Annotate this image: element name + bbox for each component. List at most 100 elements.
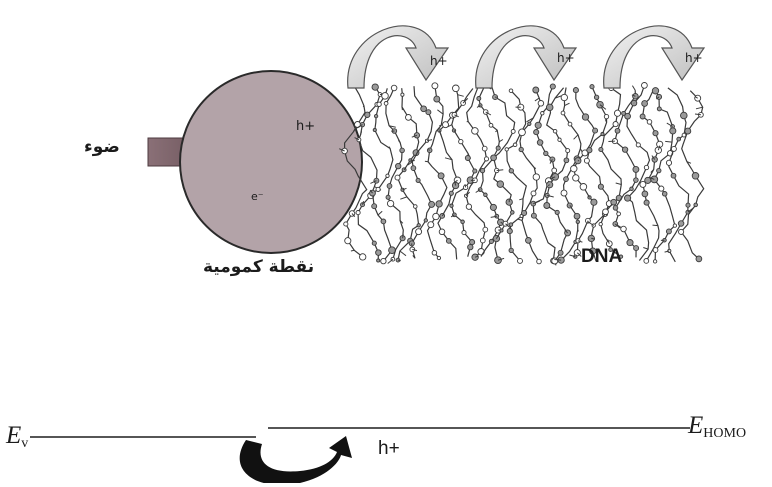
dna-atom xyxy=(373,128,376,131)
dna-atom xyxy=(694,203,698,207)
dna-atom xyxy=(500,229,503,232)
quantum-dot-label: نقطة كمومية xyxy=(203,257,314,277)
dna-backbone-12 xyxy=(507,91,527,261)
dna-atom xyxy=(587,148,592,153)
dna-atom xyxy=(466,204,471,209)
dna-atom xyxy=(615,128,620,133)
dna-atom xyxy=(640,114,645,119)
dna-atom xyxy=(541,112,544,115)
dna-atom xyxy=(372,84,378,90)
dna-bond xyxy=(455,182,456,185)
dna-atom xyxy=(580,184,587,191)
dna-atom xyxy=(428,222,434,228)
dna-bond xyxy=(437,110,443,114)
dna-atom xyxy=(533,174,539,180)
dna-atom xyxy=(613,122,618,127)
hole-transfer-label: h+ xyxy=(378,438,400,460)
dna-atom xyxy=(376,250,382,256)
dna-atom xyxy=(642,83,648,89)
dna-atom xyxy=(439,229,445,235)
dna-atom xyxy=(421,106,427,112)
dna-atom xyxy=(573,175,579,181)
dna-atom xyxy=(634,178,639,183)
dna-atom xyxy=(477,97,481,101)
dna-atom xyxy=(531,213,536,218)
dna-atom xyxy=(659,186,664,191)
hole-hopping-arrows xyxy=(348,26,704,88)
dna-atom xyxy=(599,222,602,225)
dna-atom xyxy=(550,84,555,89)
hop-hole-label-1: h+ xyxy=(430,54,448,68)
dna-atom xyxy=(436,201,442,207)
dna-atom xyxy=(491,155,497,161)
dna-atom xyxy=(673,224,676,227)
dna-atom xyxy=(571,166,577,172)
dna-bond xyxy=(535,98,539,101)
dna-atom xyxy=(593,128,598,133)
dna-bond xyxy=(591,238,595,239)
dna-atom xyxy=(511,211,515,215)
dna-atom xyxy=(395,175,400,180)
dna-atom xyxy=(614,110,620,116)
dna-atom xyxy=(601,133,604,136)
dna-atom xyxy=(381,219,386,224)
dna-atom xyxy=(470,240,475,245)
dna-atom xyxy=(561,94,567,100)
dna-atom xyxy=(533,87,539,93)
dna-atom xyxy=(497,181,504,188)
dna-atom xyxy=(426,110,431,115)
dna-atom xyxy=(670,128,676,134)
ehomo-subscript: HOMO xyxy=(703,426,746,441)
dna-atom xyxy=(432,83,438,89)
dna-atom xyxy=(416,229,422,235)
dna-atom xyxy=(377,259,380,262)
dna-atom xyxy=(496,146,500,150)
dna-atom xyxy=(640,181,646,187)
dna-atom xyxy=(681,112,688,119)
dna-bond xyxy=(554,260,561,261)
dna-atom xyxy=(538,101,544,107)
dna-atom xyxy=(509,223,513,227)
dna-bond xyxy=(465,184,466,187)
dna-bond xyxy=(400,251,406,256)
dna-atom xyxy=(582,114,588,120)
dna-atom xyxy=(387,200,393,206)
dna-atom xyxy=(636,143,640,147)
hole-transfer-arrow xyxy=(240,436,352,483)
dna-atom xyxy=(576,220,579,223)
dna-atom xyxy=(627,240,633,246)
dna-atom xyxy=(666,160,671,165)
dna-atom xyxy=(625,195,631,201)
dna-atom xyxy=(677,137,681,141)
dna-label: DNA xyxy=(581,246,622,268)
dna-atom xyxy=(356,211,360,215)
dna-bond xyxy=(378,211,382,215)
dna-bond xyxy=(363,106,364,107)
dna-atom xyxy=(507,229,512,234)
dna-atom xyxy=(666,229,671,234)
dna-atom xyxy=(459,139,463,143)
dna-atom xyxy=(584,158,589,163)
dna-bond xyxy=(653,225,658,226)
dna-atom xyxy=(509,89,513,93)
dna-atom xyxy=(552,168,557,173)
dna-atom xyxy=(603,209,609,215)
dna-bond xyxy=(578,230,579,232)
dna-atom xyxy=(417,224,420,227)
dna-atom xyxy=(489,123,493,127)
dna-atom xyxy=(561,111,565,115)
dna-bond xyxy=(665,141,672,142)
dna-atom xyxy=(599,147,603,151)
dna-atom xyxy=(573,88,578,93)
dna-atom xyxy=(376,187,380,191)
hop-hole-label-2: h+ xyxy=(557,51,575,65)
dna-atom xyxy=(429,201,435,207)
dna-bond xyxy=(403,234,404,238)
dna-atom xyxy=(511,129,515,133)
dna-atom xyxy=(653,248,658,253)
dna-bond xyxy=(428,150,429,151)
dna-atom xyxy=(483,227,488,232)
dna-atom xyxy=(365,112,370,117)
dna-atom xyxy=(424,219,427,222)
